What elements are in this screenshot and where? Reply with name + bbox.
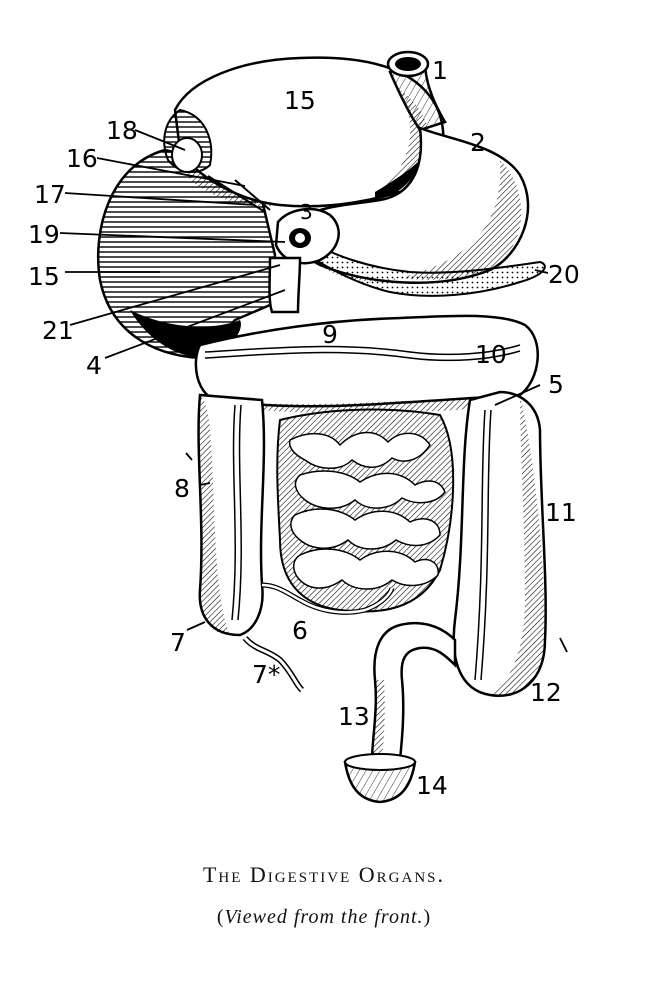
label-21: 21 <box>42 316 74 345</box>
label-18: 18 <box>106 116 138 145</box>
pancreas <box>298 238 546 297</box>
label-2: 2 <box>470 128 486 157</box>
label-4: 4 <box>86 351 102 380</box>
label-10: 10 <box>475 340 507 369</box>
caption-paren-open: ( <box>216 906 225 928</box>
esophagus <box>386 50 447 132</box>
label-9: 9 <box>322 320 338 349</box>
anal-canal <box>343 753 417 804</box>
ascending-colon <box>197 393 266 637</box>
leader-lines <box>59 129 568 653</box>
label-8: 8 <box>174 474 190 503</box>
gallbladder <box>171 137 203 173</box>
anatomy-drawing <box>59 50 568 804</box>
label-19: 19 <box>28 220 60 249</box>
label-5: 5 <box>548 370 564 399</box>
label-12: 12 <box>530 678 562 707</box>
digestive-organs-illustration: 1 2 3 4 5 6 7 7* 8 9 10 11 12 13 14 15 1… <box>28 50 580 804</box>
descending-colon <box>452 390 547 697</box>
label-16: 16 <box>66 144 98 173</box>
small-intestine <box>261 408 455 615</box>
label-20: 20 <box>548 260 580 289</box>
label-11: 11 <box>545 498 577 527</box>
label-15-liver-top: 15 <box>284 86 316 115</box>
label-7-star: 7* <box>252 660 281 689</box>
figure-caption-subtitle: (Viewed from the front.) <box>0 906 648 929</box>
transverse-colon <box>194 314 539 413</box>
label-7: 7 <box>170 628 186 657</box>
rectum <box>370 621 457 762</box>
label-6: 6 <box>292 616 308 645</box>
caption-subtitle-text: Viewed from the front. <box>224 906 424 928</box>
label-15-liver-right: 15 <box>28 262 60 291</box>
label-13: 13 <box>338 702 370 731</box>
label-3: 3 <box>300 200 313 224</box>
figure-caption-title: The Digestive Organs. <box>202 862 446 887</box>
duodenum-pylorus <box>207 175 340 314</box>
label-17: 17 <box>34 180 66 209</box>
label-1: 1 <box>432 56 448 85</box>
caption-paren-close: ) <box>423 906 432 928</box>
label-14: 14 <box>416 771 448 800</box>
